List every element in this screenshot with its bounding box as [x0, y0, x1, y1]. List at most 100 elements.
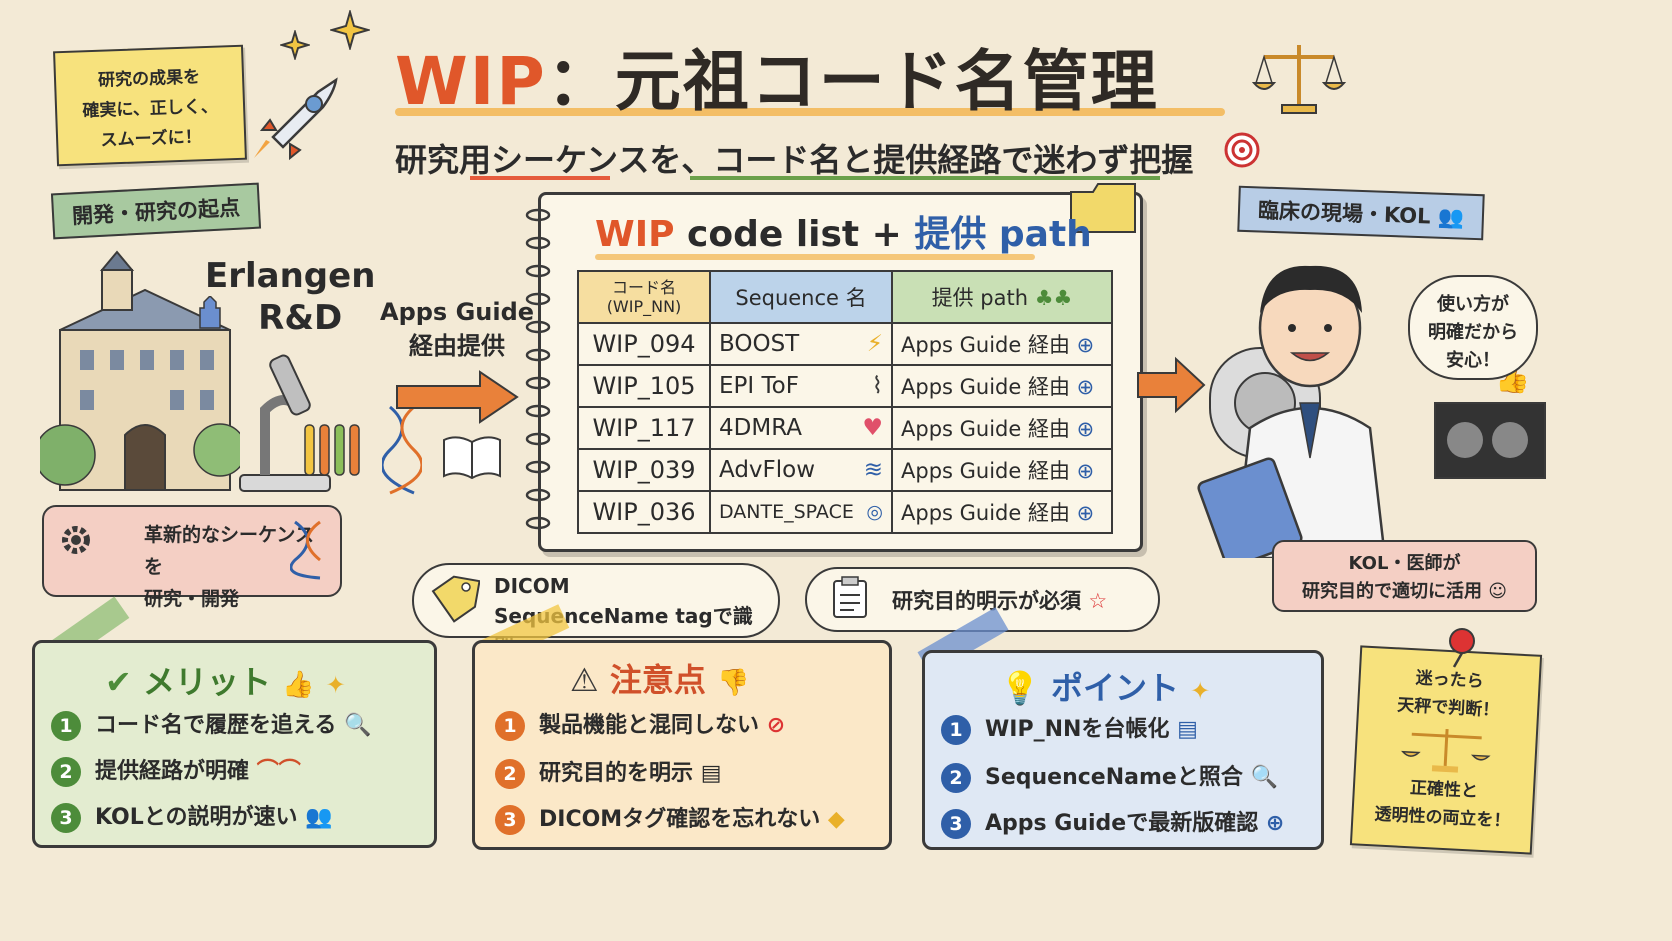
number-badge: 1	[941, 715, 971, 745]
document-icon: ▤	[700, 761, 722, 786]
cell-code: WIP_039	[577, 448, 711, 492]
table-row: WIP_036 DANTE_SPACE ◎ Apps Guide 経由 ⊕	[577, 490, 1113, 534]
pushpin-icon	[1449, 628, 1475, 668]
smile-icon: ☺	[1488, 581, 1508, 602]
dna-icon	[290, 520, 321, 580]
cell-code: WIP_105	[577, 364, 711, 408]
cell-sequence: BOOST ⚡	[709, 322, 893, 366]
warning-icon: ⚠	[570, 661, 599, 699]
wip-code-table: コード名(WIP_NN) Sequence 名 提供 path ♣♣ WIP_0…	[577, 270, 1113, 534]
dicom-bubble: DICOM SequenceName tagで識別	[412, 563, 780, 658]
dicom-line: DICOM	[494, 574, 570, 598]
notebook-title-wip: WIP	[595, 214, 675, 255]
tag-icon: ◆	[827, 807, 845, 832]
notebook-title-underline	[595, 254, 1035, 260]
wave-icon: ≋	[863, 457, 883, 483]
sticky-line: 確実に、正しく、	[82, 96, 219, 122]
number-badge: 2	[495, 759, 525, 789]
thumbs-up-icon: 👍	[282, 670, 315, 700]
magnifier-icon: 🔍	[1250, 765, 1278, 790]
erlangen-line: Erlangen	[205, 256, 376, 296]
merit-item-text: KOLとの説明が速い	[95, 805, 298, 830]
erlangen-label: Erlangen R&D	[205, 255, 375, 339]
waveform-icon: ⌇	[871, 373, 883, 399]
sticky-note-judgement: 迷ったら 天秤で判断！ 正確性と 透明性の両立を！	[1349, 645, 1543, 855]
sequence-name: BOOST	[719, 331, 800, 357]
number-badge: 1	[495, 711, 525, 741]
clipboard-icon	[833, 576, 867, 618]
cell-path: Apps Guide 経由 ⊕	[891, 322, 1113, 366]
apps-guide-line: 経由提供	[409, 332, 506, 360]
easy-to-use-bubble: 使い方が 明確だから 安心！	[1408, 275, 1538, 380]
point-title-text: ポイント	[1050, 669, 1179, 707]
header-path-label: 提供 path	[931, 286, 1029, 310]
cell-path: Apps Guide 経由 ⊕	[891, 406, 1113, 450]
arrow-right-icon	[1137, 356, 1206, 414]
header-code-line: コード名	[611, 278, 676, 297]
point-title: 💡 ポイント ✦	[1000, 663, 1210, 709]
sequence-name: 4DMRA	[719, 415, 802, 441]
gear-icon	[62, 526, 90, 554]
caution-item-text: 研究目的を明示	[539, 761, 694, 786]
table-row: WIP_039 AdvFlow ≋ Apps Guide 経由 ⊕	[577, 448, 1113, 492]
cell-code: WIP_117	[577, 406, 711, 450]
rocket-icon	[254, 77, 338, 161]
cell-code: WIP_094	[577, 322, 711, 366]
globe-icon: ⊕	[1076, 375, 1095, 399]
number-badge: 2	[51, 757, 81, 787]
scales-icon	[1401, 728, 1491, 773]
people-icon: 👥	[1437, 204, 1465, 230]
header-code-line: (WIP_NN)	[606, 297, 682, 316]
bubble-easy-line: 安心！	[1446, 350, 1500, 371]
caution-item: 3 DICOMタグ確認を忘れない ◆	[495, 801, 845, 835]
cell-path: Apps Guide 経由 ⊕	[891, 448, 1113, 492]
caution-title-text: 注意点	[609, 661, 706, 699]
innovation-box: 革新的なシーケンスを 研究・開発	[42, 505, 342, 610]
path-text: Apps Guide 経由	[901, 459, 1070, 483]
kol-line: KOL・医師が	[1348, 553, 1461, 574]
sticky-note-goal: 研究の成果を 確実に、正しく、 スムーズに！	[53, 44, 247, 167]
tag-icon	[431, 575, 480, 623]
number-badge: 3	[495, 805, 525, 835]
sequence-name: EPI ToF	[719, 373, 799, 399]
path-trees-icon: ♣♣	[1034, 286, 1073, 310]
magnifier-icon: 🔍	[344, 713, 372, 738]
bubble-easy-line: 明確だから	[1428, 322, 1518, 343]
chat-people-icon: 👥	[305, 805, 333, 830]
path-text: Apps Guide 経由	[901, 333, 1070, 357]
page-title: WIP：元祖コード名管理	[395, 28, 1159, 124]
cell-sequence: DANTE_SPACE ◎	[709, 490, 893, 534]
sequence-name: DANTE_SPACE	[719, 501, 854, 523]
innovation-line: 研究・開発	[144, 588, 240, 610]
caution-item-text: DICOMタグ確認を忘れない	[539, 807, 821, 832]
target-icon	[1224, 132, 1260, 168]
folder-icon	[1070, 183, 1136, 233]
caution-item: 2 研究目的を明示 ▤	[495, 755, 721, 789]
arrow-right-icon	[396, 370, 519, 424]
apps-guide-label: Apps Guide 経由提供	[380, 295, 534, 363]
notebook-title-code: code list +	[674, 214, 915, 255]
point-item-text: WIP_NNを台帳化	[985, 717, 1170, 742]
path-text: Apps Guide 経由	[901, 417, 1070, 441]
merit-item-text: 提供経路が明確	[95, 759, 250, 784]
header-sequence: Sequence 名	[709, 270, 893, 324]
check-icon: ✔	[105, 663, 132, 701]
scales-icon	[1252, 45, 1347, 114]
table-header-row: コード名(WIP_NN) Sequence 名 提供 path ♣♣	[577, 270, 1113, 324]
cell-sequence: AdvFlow ≋	[709, 448, 893, 492]
sparkle-icon	[330, 10, 370, 50]
notebook-title: WIP code list + 提供 path	[595, 205, 1092, 257]
title-rest: ：元祖コード名管理	[546, 43, 1159, 120]
path-text: Apps Guide 経由	[901, 375, 1070, 399]
ribbon-origin: 開発・研究の起点	[50, 182, 262, 240]
header-path: 提供 path ♣♣	[891, 270, 1113, 324]
kol-line: 研究目的で適切に活用 ☺	[1280, 578, 1529, 606]
doctor-illustration: 👍	[1197, 265, 1546, 558]
